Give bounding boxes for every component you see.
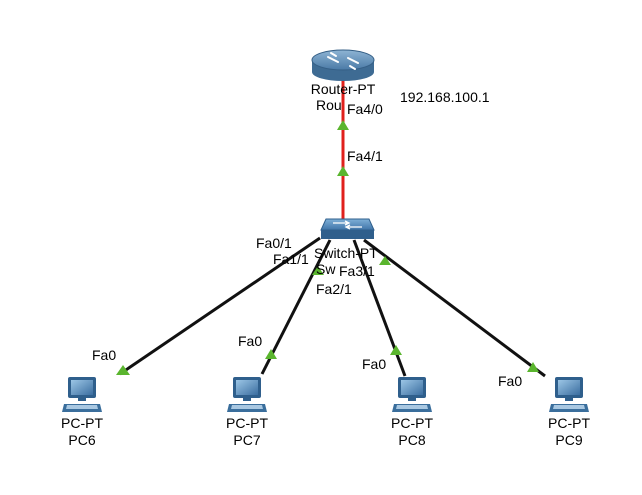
router-ip-label: 192.168.100.1 — [400, 89, 490, 105]
link-status-markers — [116, 120, 539, 375]
router-device[interactable]: Router-PT Rou — [311, 49, 376, 113]
switch-device[interactable]: Switch-PT Sw — [314, 218, 378, 277]
pc-icon — [227, 377, 267, 412]
switch-port-fa1-1: Fa1/1 — [273, 251, 309, 267]
pc7-port-label: Fa0 — [238, 333, 262, 349]
pc-icon — [62, 377, 102, 412]
pc-name-label: PC7 — [233, 432, 260, 448]
switch-port-fa4-1: Fa4/1 — [347, 148, 383, 164]
link-switch-pc6[interactable] — [119, 236, 321, 376]
pc9-port-label: Fa0 — [498, 373, 522, 389]
link-up-marker — [265, 349, 277, 359]
pc-name-label: PC6 — [68, 432, 95, 448]
switch-icon — [320, 218, 375, 239]
pc-icon — [549, 377, 589, 412]
link-up-marker — [116, 365, 130, 375]
link-up-marker — [312, 266, 324, 275]
switch-port-fa0-1: Fa0/1 — [256, 235, 292, 251]
link-switch-pc9[interactable] — [363, 238, 546, 378]
link-up-marker — [390, 345, 402, 355]
pc-model-label: PC-PT — [548, 415, 590, 431]
link-up-marker — [337, 166, 349, 176]
switch-model-label: Switch-PT — [314, 245, 378, 261]
router-model-label: Router-PT — [311, 81, 376, 97]
pc6-port-label: Fa0 — [92, 347, 116, 363]
switch-port-fa2-1: Fa2/1 — [316, 281, 352, 297]
pc-device-pc9[interactable]: PC-PT PC9 — [548, 377, 590, 448]
pc-model-label: PC-PT — [61, 415, 103, 431]
pc-name-label: PC8 — [398, 432, 425, 448]
pc-device-pc7[interactable]: PC-PT PC7 — [226, 377, 268, 448]
switch-port-fa3-1: Fa3/1 — [339, 263, 375, 279]
pc-device-pc6[interactable]: PC-PT PC6 — [61, 377, 103, 448]
link-up-marker — [337, 120, 349, 130]
router-icon — [311, 49, 375, 81]
router-name-label: Rou — [316, 97, 342, 113]
pc-device-pc8[interactable]: PC-PT PC8 — [391, 377, 433, 448]
pc-model-label: PC-PT — [391, 415, 433, 431]
switch-name-label: Sw — [316, 261, 336, 277]
pc-name-label: PC9 — [555, 432, 582, 448]
pc8-port-label: Fa0 — [362, 356, 386, 372]
link-up-marker — [379, 256, 391, 265]
link-up-marker — [527, 362, 539, 372]
pc-model-label: PC-PT — [226, 415, 268, 431]
pc-icon — [392, 377, 432, 412]
router-port-fa4-0: Fa4/0 — [347, 101, 383, 117]
link-switch-pc7[interactable] — [260, 239, 332, 375]
